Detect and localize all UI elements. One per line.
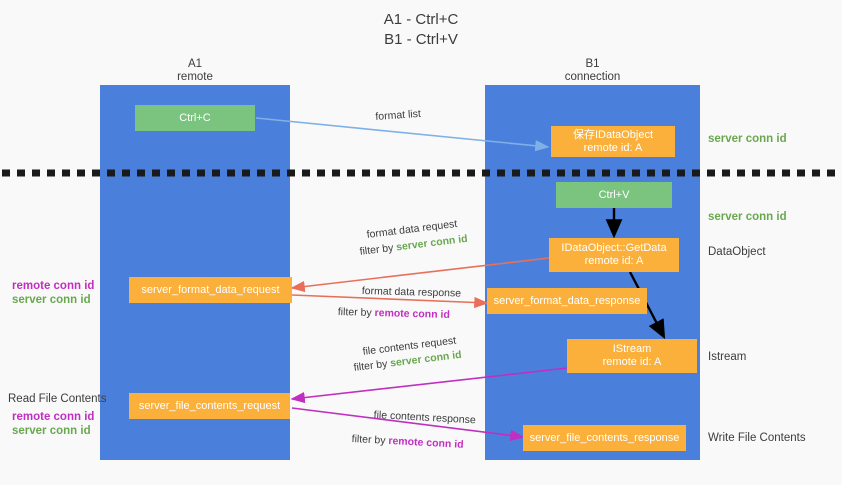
node-save-idataobject-line1: 保存IDataObject — [572, 128, 654, 141]
note-server-conn-id-mid: server conn id — [708, 211, 787, 223]
title-line-1: A1 - Ctrl+C — [383, 11, 459, 28]
node-server-file-contents-response-label: server_file_contents_response — [529, 431, 680, 444]
edge-label-file-contents-response: file contents response — [373, 409, 477, 427]
page-title: A1 - Ctrl+C B1 - Ctrl+V — [0, 10, 842, 50]
edge-label-format-list: format list — [375, 107, 422, 123]
node-server-format-data-request-label: server_format_data_request — [141, 283, 280, 296]
note-read-file-contents: Read File Contents — [8, 393, 107, 405]
node-server-file-contents-response[interactable]: server_file_contents_response — [523, 425, 686, 451]
note-istream: Istream — [708, 351, 747, 363]
column-header-b1: B1 connection — [485, 58, 700, 84]
filter-value-remote-conn-id-2: remote conn id — [388, 434, 464, 451]
note-server-conn-id-1: server conn id — [12, 294, 91, 306]
note-server-conn-id-top: server conn id — [708, 133, 787, 145]
node-istream-line1: IStream — [612, 343, 652, 355]
note-remote-conn-id-1: remote conn id — [12, 280, 95, 292]
node-idataobject-getdata[interactable]: IDataObject::GetData remote id: A — [549, 238, 679, 272]
node-getdata-line2: remote id: A — [584, 255, 644, 267]
note-server-conn-id-2: server conn id — [12, 425, 91, 437]
node-ctrl-c[interactable]: Ctrl+C — [135, 105, 255, 131]
note-remote-conn-id-2: remote conn id — [12, 411, 95, 423]
node-istream-line2: remote id: A — [602, 356, 662, 368]
node-ctrl-v[interactable]: Ctrl+V — [556, 182, 672, 208]
column-a1-name: A1 — [187, 58, 203, 70]
node-server-format-data-response-label: server_format_data_response — [493, 294, 641, 307]
node-server-format-data-response[interactable]: server_format_data_response — [487, 288, 647, 314]
edge-label-format-data-response-filter: filter by remote conn id — [338, 306, 450, 322]
column-a1-sub: remote — [177, 71, 213, 83]
filter-prefix-2: filter by — [337, 306, 375, 319]
note-dataobject: DataObject — [708, 246, 766, 258]
filter-value-remote-conn-id-1: remote conn id — [374, 306, 450, 321]
node-ctrl-c-label: Ctrl+C — [179, 111, 211, 124]
column-b1-name: B1 — [585, 58, 600, 70]
column-b1-sub: connection — [564, 71, 621, 83]
node-save-idataobject-line2: remote id: A — [583, 141, 643, 154]
filter-prefix-1: filter by — [359, 241, 397, 258]
filter-prefix-3: filter by — [353, 357, 391, 374]
node-ctrl-v-label: Ctrl+V — [598, 188, 630, 201]
edge-label-file-contents-response-filter: filter by remote conn id — [351, 433, 464, 452]
column-header-a1: A1 remote — [100, 58, 290, 84]
title-line-2: B1 - Ctrl+V — [384, 31, 458, 48]
node-server-file-contents-request[interactable]: server_file_contents_request — [129, 393, 290, 419]
node-save-idataobject[interactable]: 保存IDataObject remote id: A — [551, 126, 675, 157]
node-istream[interactable]: IStream remote id: A — [567, 339, 697, 373]
node-server-file-contents-request-label: server_file_contents_request — [138, 399, 281, 412]
node-getdata-line1: IDataObject::GetData — [561, 242, 667, 254]
filter-prefix-4: filter by — [351, 433, 389, 447]
edge-label-format-data-response: format data response — [361, 285, 462, 300]
note-write-file-contents: Write File Contents — [708, 432, 806, 444]
node-server-format-data-request[interactable]: server_format_data_request — [129, 277, 292, 303]
